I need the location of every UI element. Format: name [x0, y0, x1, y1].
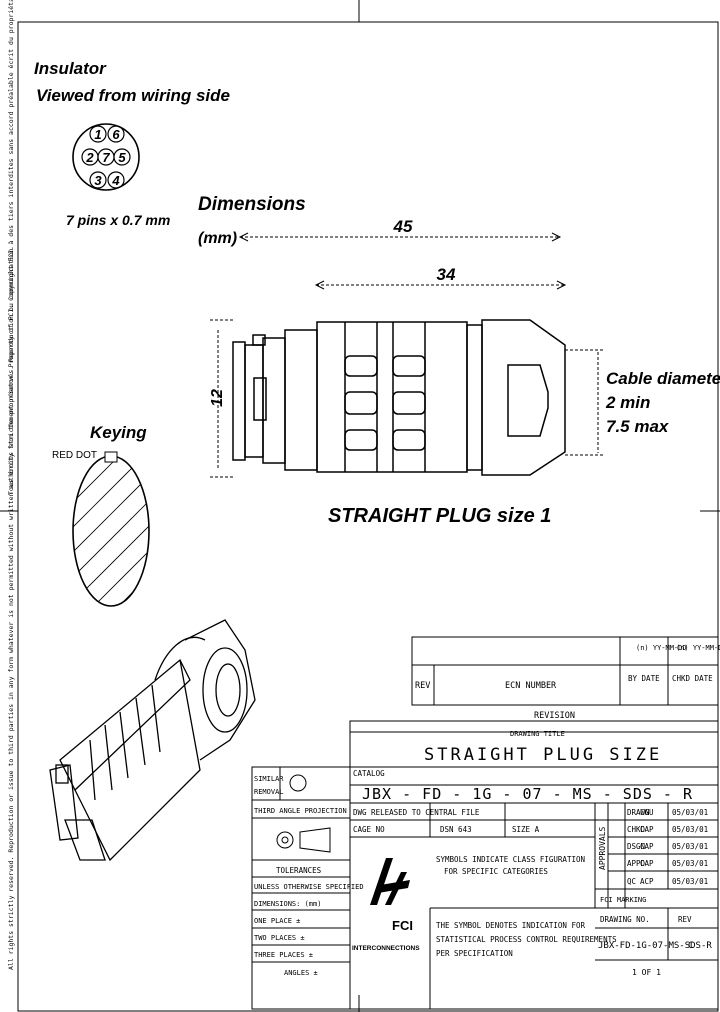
approval-date: 05/03/01 [672, 825, 708, 834]
pin-label: 1 [94, 127, 101, 142]
margin-text-lower: All rights strictly reserved. Reproducti… [7, 246, 15, 970]
approval-by: CGU [640, 808, 654, 817]
title-block-text: (n) YY-MM-DD (n) YY-MM-DD REV ECN NUMBER… [254, 644, 720, 977]
dimensions-label: Dimensions [198, 194, 306, 215]
size-label: SIZE A [512, 825, 540, 834]
cable-min-label: 2 min [605, 393, 650, 412]
rev-label: REV [678, 915, 692, 924]
approval-by: CAP [640, 825, 654, 834]
keying-face [72, 451, 150, 607]
tolerances-label: TOLERANCES [276, 866, 322, 875]
approval-by: ACP [640, 877, 654, 886]
dimension-34-label: 34 [437, 265, 456, 284]
tolerance-line-3: ONE PLACE ± [254, 917, 300, 925]
approvals-label: APPROVALS [598, 826, 607, 870]
drawing-no-label: DRAWING NO. [600, 915, 650, 924]
dimension-45-line [238, 232, 562, 242]
symbol-note-2: STATISTICAL PROCESS CONTROL REQUIREMENTS [436, 935, 617, 944]
chkd-date-header: CHKD DATE [672, 674, 713, 683]
plug-title: STRAIGHT PLUG size 1 [328, 505, 551, 527]
approval-role: DRAWN [627, 808, 650, 817]
insulator-face: 1 6 2 7 5 3 4 [72, 123, 140, 191]
approval-role: CHKD [627, 825, 646, 834]
symbol-note-3: PER SPECIFICATION [436, 949, 513, 958]
cable-diameter-label: Cable diameter: [606, 369, 720, 388]
company-sub: INTERCONNECTIONS [352, 945, 420, 952]
plug-isometric-view [49, 619, 256, 862]
cable-max-label: 7.5 max [606, 417, 670, 436]
dwg-released: DWG RELEASED TO CENTRAL FILE [353, 808, 480, 817]
ecn-header: ECN NUMBER [505, 681, 557, 691]
tolerance-line-5: THREE PLACES ± [254, 951, 313, 959]
approval-role: QC [627, 877, 636, 886]
dimension-45-label: 45 [393, 217, 413, 236]
pin-label: 6 [112, 127, 120, 142]
pin-label: 3 [94, 173, 102, 188]
tolerance-line-4: TWO PLACES ± [254, 934, 305, 942]
rev-header: REV [415, 681, 430, 691]
drawing-title-label: DRAWING TITLE [510, 730, 565, 738]
company-name: FCI [392, 918, 413, 933]
insulator-title: Insulator [34, 59, 107, 78]
approval-date: 05/03/01 [672, 859, 708, 868]
approval-date: 05/03/01 [672, 877, 708, 886]
approval-date: 05/03/01 [672, 842, 708, 851]
date-format-2: (n) YY-MM-DD [676, 644, 720, 652]
class-note: SYMBOLS INDICATE CLASS FIGURATION [436, 855, 585, 864]
approval-by: CAP [640, 842, 654, 851]
removal-label: REMOVAL [254, 788, 284, 796]
cage-no: CAGE NO [353, 825, 385, 834]
keying-title: Keying [90, 423, 147, 442]
title-block [251, 636, 719, 1010]
pin-label: 7 [102, 150, 110, 165]
pins-note: 7 pins x 0.7 mm [66, 212, 170, 228]
tolerance-line-1: UNLESS OTHERWISE SPECIFIED [254, 883, 364, 891]
drawing-title: STRAIGHT PLUG SIZE [424, 745, 662, 765]
angles-label: ANGLES ± [284, 969, 318, 977]
dimensions-unit: (mm) [198, 230, 237, 247]
certification-symbol [289, 774, 307, 792]
dimension-34-line [314, 280, 567, 290]
straight-plug-side-view [210, 319, 603, 478]
catalog-label: CATALOG [353, 769, 385, 778]
third-angle-label: THIRD ANGLE PROJECTION [254, 807, 347, 815]
pin-label: 4 [111, 173, 120, 188]
similar-label: SIMILAR [254, 775, 284, 783]
revision-label: REVISION [534, 711, 575, 721]
pin-label: 5 [118, 150, 126, 165]
drawing-number: JBX-FD-1G-07-MS-SDS-R [598, 941, 712, 951]
by-date-header: BY DATE [628, 674, 660, 683]
drawing-rev: C [688, 941, 693, 951]
third-angle-projection-symbol [276, 827, 331, 853]
catalog-number: JBX - FD - 1G - 07 - MS - SDS - R [362, 785, 693, 803]
approval-date: 05/03/01 [672, 808, 708, 817]
tolerance-line-2: DIMENSIONS: (mm) [254, 900, 321, 908]
fci-logo [370, 858, 410, 905]
symbol-note: THE SYMBOL DENOTES INDICATION FOR [436, 921, 585, 930]
approval-role: DSGN [627, 842, 645, 851]
drawing-border [17, 21, 719, 1012]
margin-text-upper: Tous droits strictement réservés. Reprod… [7, 0, 15, 495]
pin-label: 2 [85, 150, 94, 165]
height-12-label: 12 [209, 389, 226, 407]
fci-marking-note: FCI MARKING [600, 896, 646, 904]
sheet-number: 1 OF 1 [632, 968, 661, 977]
class-note-2: FOR SPECIFIC CATEGORIES [444, 867, 548, 876]
approval-role: APPD [627, 859, 646, 868]
approval-by: CAP [640, 859, 654, 868]
insulator-subtitle: Viewed from wiring side [36, 86, 230, 105]
date-format-1: (n) YY-MM-DD [636, 644, 687, 652]
dsn-number: DSN 643 [440, 825, 472, 834]
red-dot-label: RED DOT [52, 450, 97, 461]
